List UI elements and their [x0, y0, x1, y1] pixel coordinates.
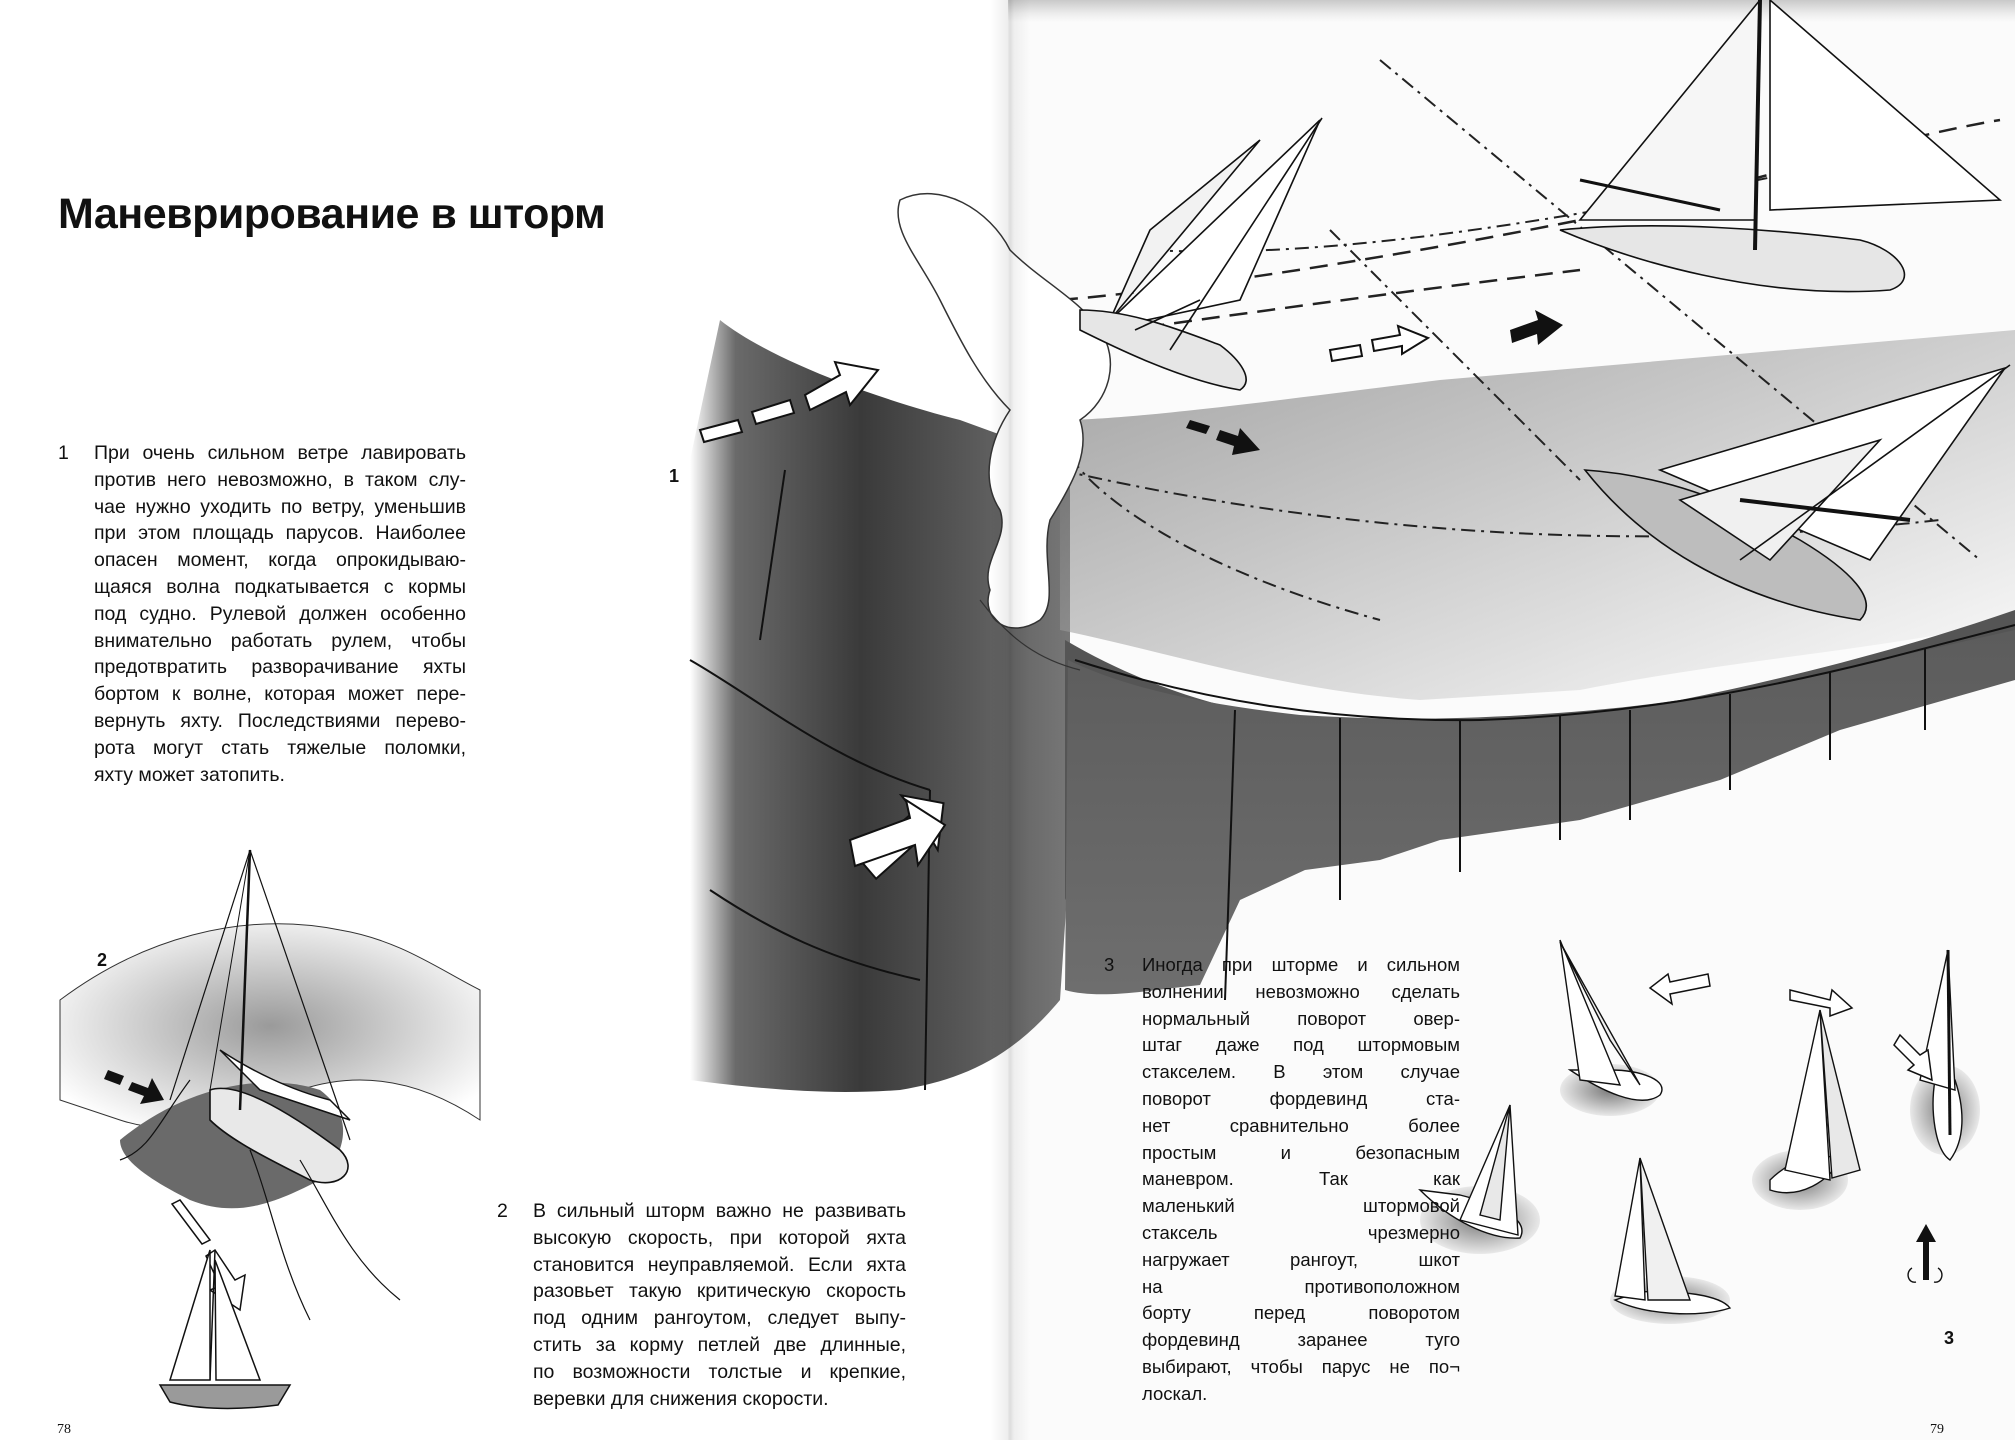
- text-line: яхту может затопить.: [94, 763, 285, 786]
- paragraph-3: 3 Иногда при шторме и сильном волнении н…: [1104, 952, 1460, 1408]
- text-line: опасен момент, когда опрокидываю-: [94, 549, 466, 572]
- text-line: нормальный поворот овер-: [1142, 1007, 1460, 1029]
- text-line: по возможности толстые и крепкие,: [533, 1360, 906, 1383]
- text-line: рота могут стать тяжелые поломки,: [94, 736, 466, 759]
- sailboat-drogue-illustration: [59, 849, 481, 1410]
- storm-wave-illustration: [689, 0, 2015, 1092]
- text-line: При очень сильном ветре лавировать: [94, 442, 466, 464]
- paragraph-number: 1: [58, 442, 69, 464]
- figure-label-2: 2: [97, 950, 108, 970]
- text-line: нагружает рангоут, шкот: [1142, 1248, 1460, 1270]
- page-top-shadow: [1008, 0, 2015, 22]
- figure-label-3: 3: [1944, 1328, 1955, 1348]
- page-number-left: 78: [57, 1422, 71, 1437]
- text-line: против него невозможно, в таком слу-: [94, 468, 466, 491]
- text-line: стить за корму петлей две длинные,: [533, 1333, 906, 1356]
- page-number-right: 79: [1930, 1422, 1944, 1437]
- text-line: внимательно работать рулем, чтобы: [94, 629, 466, 652]
- text-line: под одним рангоутом, следует выпу-: [533, 1307, 906, 1330]
- text-line: чае нужно уходить по ветру, уменьшив: [94, 495, 466, 518]
- text-line: маневром. Так как: [1142, 1168, 1460, 1190]
- text-line: выбирают, чтобы парус не по¬: [1142, 1355, 1460, 1377]
- text-line: лоскал.: [1142, 1382, 1208, 1404]
- text-line: разовьет такую критическую скорость: [533, 1280, 906, 1303]
- paragraph-number: 2: [497, 1200, 508, 1222]
- page-title: Маневрирование в шторм: [58, 190, 606, 238]
- text-line: В сильный шторм важно не развивать: [533, 1200, 906, 1222]
- text-line: нет сравнительно более: [1142, 1114, 1460, 1136]
- text-line: щаяся волна подкатывается с кормы: [94, 575, 466, 598]
- text-line: под судно. Рулевой должен особенно: [94, 602, 466, 625]
- text-line: при этом площадь парусов. Наиболее: [94, 522, 466, 545]
- text-line: высокую скорость, при которой яхта: [533, 1226, 906, 1249]
- paragraph-number: 3: [1104, 954, 1115, 975]
- book-gutter: [990, 0, 1030, 1440]
- text-line: вернуть яхту. Последствиями перево-: [94, 709, 466, 732]
- text-line: поворот фордевинд ста-: [1142, 1087, 1460, 1109]
- text-line: простым и безопасным: [1142, 1141, 1460, 1163]
- figure-label-1: 1: [669, 466, 680, 486]
- text-line: бортом к волне, которая может пере-: [94, 683, 466, 706]
- text-line: стаксель чрезмерно: [1142, 1221, 1460, 1243]
- text-line: волнении невозможно сделать: [1142, 980, 1460, 1002]
- gybe-sequence-illustration: [1418, 939, 1980, 1324]
- paragraph-2: 2 В сильный шторм важно не развивать выс…: [497, 1198, 906, 1412]
- text-line: фордевинд заранее туго: [1142, 1329, 1460, 1351]
- text-line: становится неуправляемой. Если яхта: [533, 1253, 906, 1276]
- text-line: штаг даже под штормовым: [1142, 1034, 1460, 1056]
- text-line: маленький штормовой: [1142, 1195, 1460, 1217]
- text-line: предотвратить разворачивание яхты: [94, 656, 466, 679]
- text-line: стакселем. В этом случае: [1142, 1061, 1460, 1083]
- text-line: на противоположном: [1142, 1275, 1460, 1297]
- paragraph-1: 1 При очень сильном ветре лавировать про…: [58, 440, 466, 788]
- text-line: веревки для снижения скорости.: [533, 1387, 829, 1410]
- text-line: борту перед поворотом: [1142, 1302, 1460, 1324]
- text-line: Иногда при шторме и сильном: [1142, 954, 1460, 975]
